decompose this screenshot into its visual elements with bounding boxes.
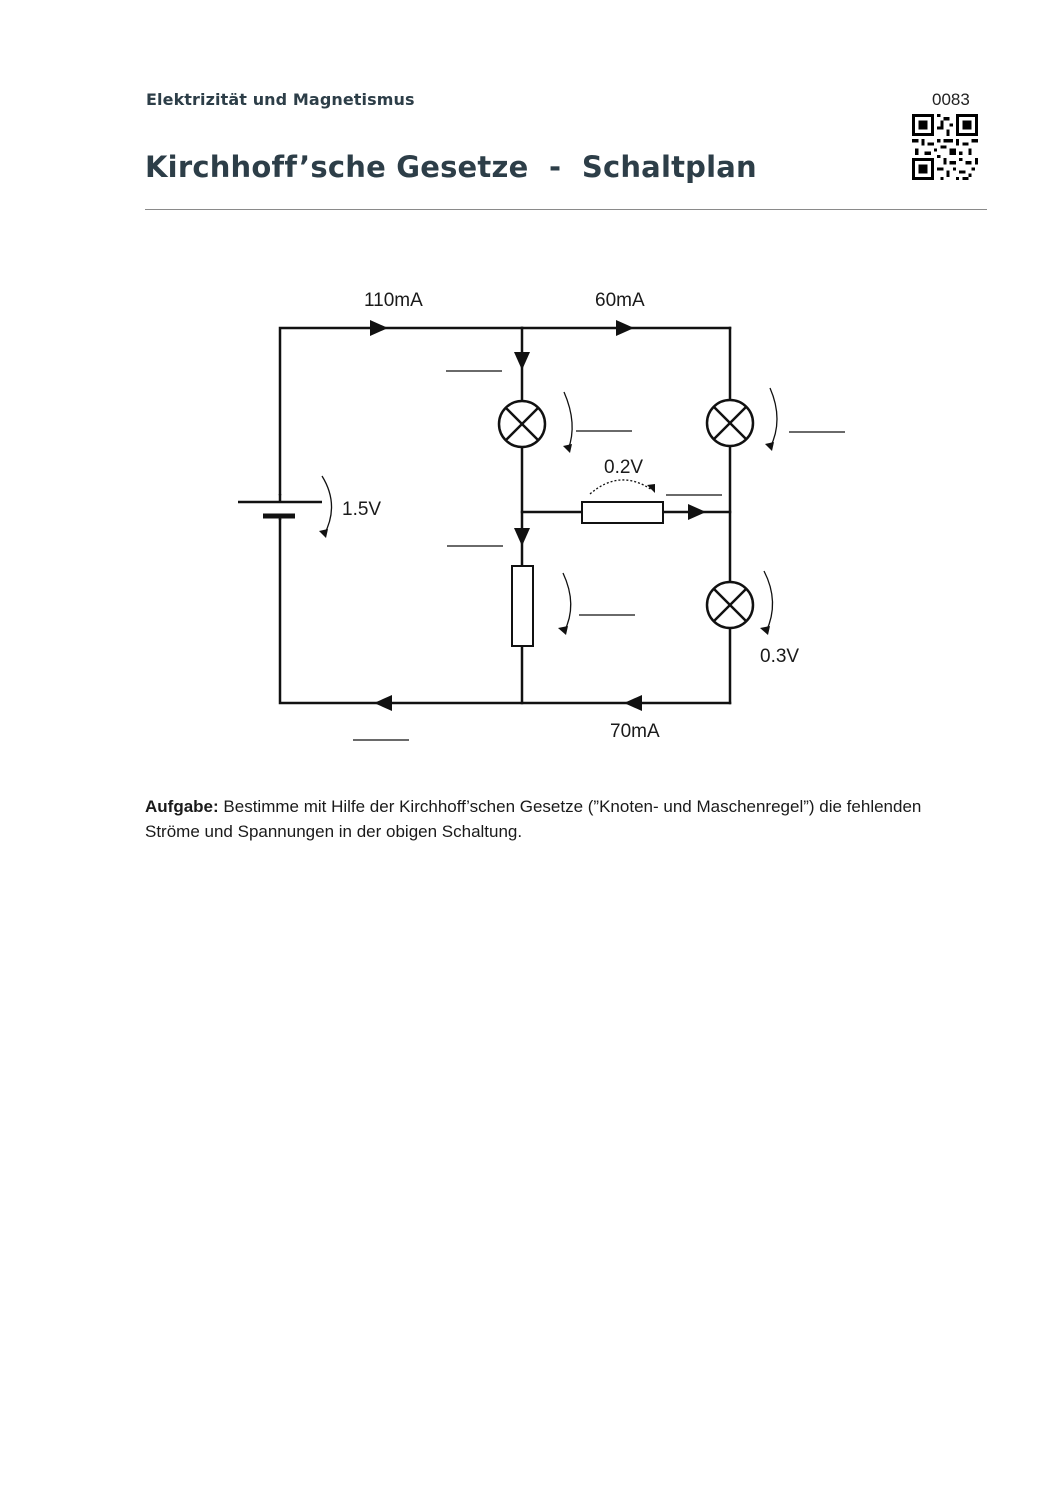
arrow-bottom-right <box>624 695 642 711</box>
voltage-arrow-resistor-horizontal <box>589 479 653 495</box>
header-divider <box>145 209 987 210</box>
label-lamp-bottom-right-voltage: 0.3V <box>760 646 799 667</box>
wire-bottom <box>278 518 732 705</box>
circuit-diagram: 110mA 60mA 1.5V 0.2V 0.3V 70mA <box>238 290 845 742</box>
arrow-horizontal-right <box>688 504 706 520</box>
arrow-middle-down <box>514 352 530 370</box>
task-text: Aufgabe: Bestimme mit Hilfe der Kirchhof… <box>145 794 965 844</box>
voltage-arrow-lamp-middle <box>563 391 573 451</box>
resistor-vertical <box>511 565 534 647</box>
arrow-bottom-left <box>374 695 392 711</box>
label-current-top-left: 110mA <box>364 290 423 311</box>
label-current-bottom-right: 70mA <box>610 721 660 742</box>
qr-code <box>912 114 978 180</box>
wire-left-top <box>278 326 524 496</box>
label-current-top-right: 60mA <box>595 290 645 311</box>
lamp-right-bottom <box>705 580 755 630</box>
task-body: Bestimme mit Hilfe der Kirchhoff’schen G… <box>145 797 922 841</box>
resistor-horizontal <box>581 501 664 524</box>
arrow-middle-lower-down <box>514 528 530 546</box>
subject-heading: Elektrizität und Magnetismus <box>146 90 415 109</box>
voltage-arrow-lamp-right-bottom <box>763 570 774 633</box>
voltage-arrow-lamp-right-top <box>769 387 778 449</box>
arrow-top-left <box>370 320 388 336</box>
sheet-number: 0083 <box>932 90 970 109</box>
voltage-arrow-battery <box>321 475 333 536</box>
arrow-top-right <box>616 320 634 336</box>
lamp-right-top <box>705 398 755 448</box>
label-resistor-horizontal-voltage: 0.2V <box>604 457 643 478</box>
page-title: Kirchhoff’sche Gesetze - Schaltplan <box>145 150 757 184</box>
label-source-voltage: 1.5V <box>342 499 381 520</box>
task-label: Aufgabe: <box>145 797 219 816</box>
voltage-arrow-resistor-vertical <box>562 572 572 633</box>
lamp-middle <box>497 399 547 449</box>
battery-symbol <box>238 494 322 520</box>
